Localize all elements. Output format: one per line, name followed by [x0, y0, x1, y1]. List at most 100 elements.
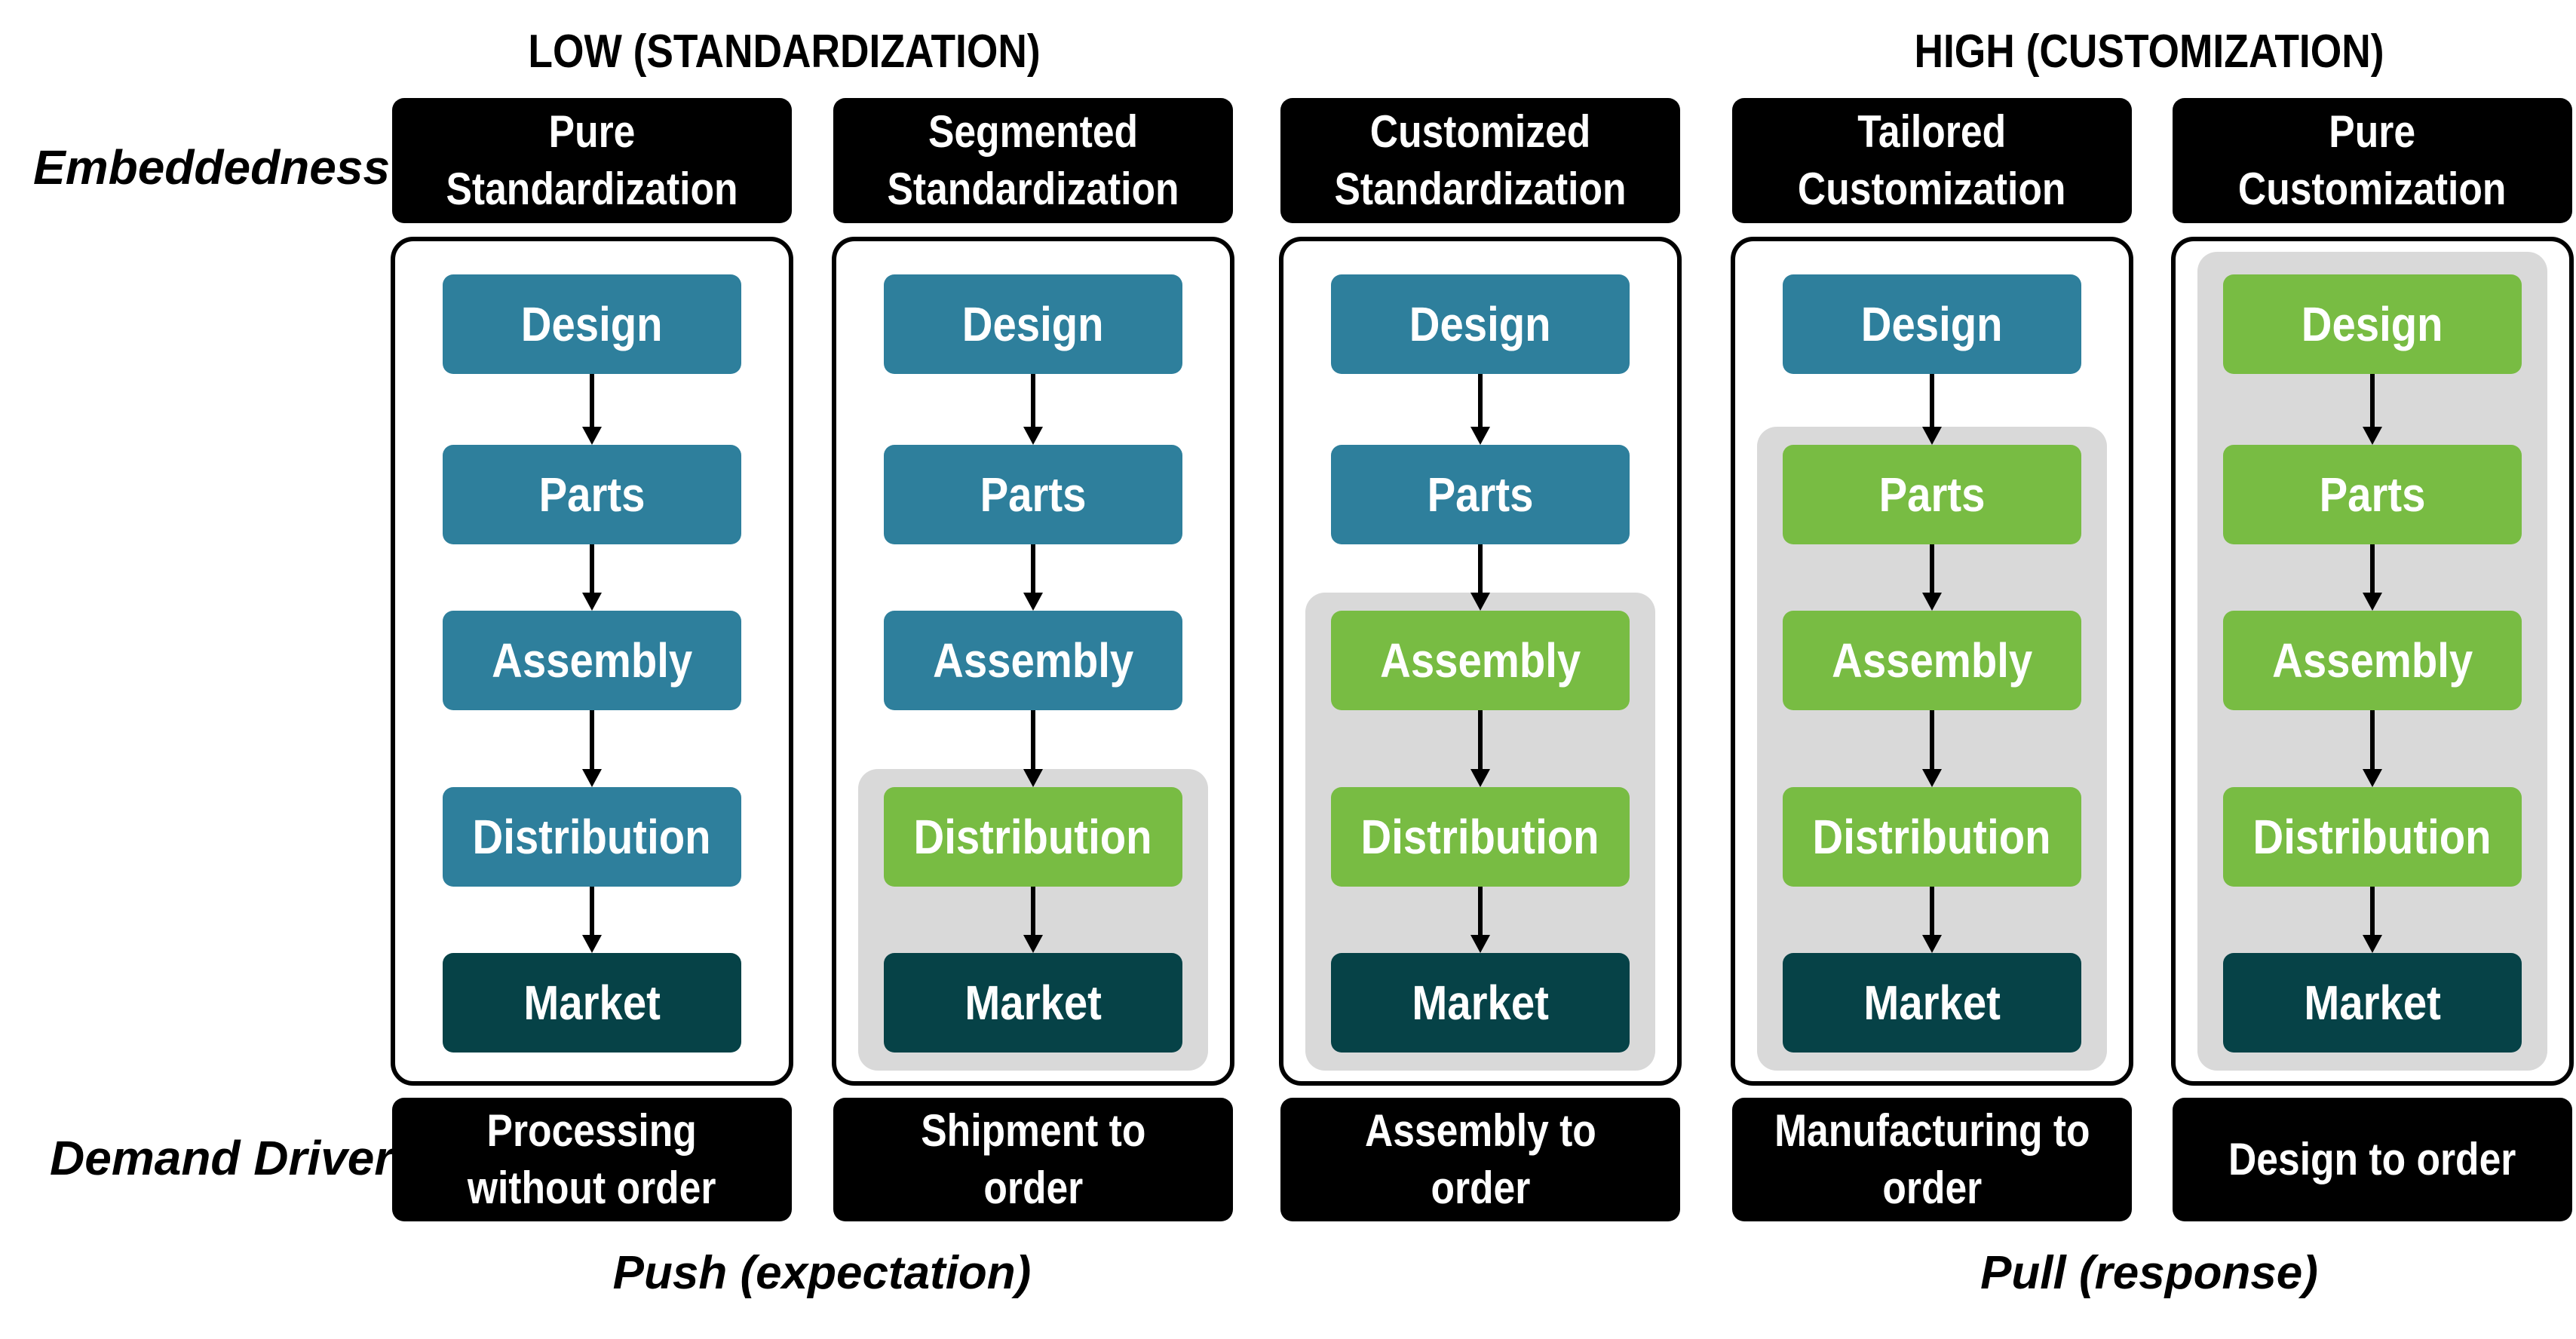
stage-label: Market — [523, 976, 661, 1030]
stage-market: Market — [884, 953, 1182, 1053]
flow-arrow-head — [582, 935, 602, 953]
flow-arrow-head — [582, 427, 602, 445]
stage-label: Distribution — [1813, 810, 2051, 864]
stage-assembly: Assembly — [2223, 611, 2522, 710]
stage-label: Assembly — [932, 633, 1134, 688]
demand-driver-label: Demand Driver — [50, 1131, 394, 1185]
stage-label: Design — [1409, 297, 1551, 351]
flow-arrow-line — [590, 374, 594, 428]
stage-distribution: Distribution — [1783, 787, 2081, 887]
push-expectation-label: Push (expectation) — [612, 1247, 1032, 1299]
stage-distribution: Distribution — [443, 787, 741, 887]
flow-arrow-head — [582, 593, 602, 611]
flow-arrow-head — [1470, 935, 1490, 953]
stage-label: Assembly — [1831, 633, 2033, 688]
stage-label: Design — [962, 297, 1104, 351]
low-standardization-heading: LOW (STANDARDIZATION) — [528, 26, 1041, 78]
pull-response-label: Pull (response) — [1980, 1247, 2318, 1299]
stage-label: Market — [1412, 976, 1549, 1030]
high-customization-heading: HIGH (CUSTOMIZATION) — [1914, 26, 2384, 78]
flow-arrow-line — [1478, 710, 1483, 771]
flow-arrow-head — [1922, 427, 1942, 445]
stage-label: Parts — [1427, 467, 1534, 522]
stage-parts: Parts — [884, 445, 1182, 544]
stage-label: Distribution — [473, 810, 711, 864]
flow-arrow-line — [2370, 710, 2375, 771]
stage-design: Design — [1783, 274, 2081, 374]
flow-arrow-head — [1470, 769, 1490, 787]
flow-arrow-head — [1023, 935, 1043, 953]
flow-arrow-head — [2363, 593, 2382, 611]
stage-label: Market — [964, 976, 1102, 1030]
stage-label: Design — [521, 297, 663, 351]
stage-assembly: Assembly — [443, 611, 741, 710]
pure-standardization-title: Pure Standardization — [446, 106, 738, 214]
stage-label: Design — [2302, 297, 2443, 351]
tailored-customization-title: Tailored Customization — [1798, 106, 2066, 214]
pure-standardization-demand-driver-box: Processing without order — [392, 1098, 792, 1221]
flow-arrow-line — [1031, 887, 1035, 936]
stage-assembly: Assembly — [884, 611, 1182, 710]
stage-parts: Parts — [1331, 445, 1630, 544]
flow-arrow-line — [1478, 887, 1483, 936]
pure-customization-title-box: Pure Customization — [2173, 98, 2572, 223]
stage-parts: Parts — [443, 445, 741, 544]
flow-arrow-line — [590, 710, 594, 771]
stage-design: Design — [884, 274, 1182, 374]
flow-arrow-head — [2363, 935, 2382, 953]
flow-arrow-head — [1023, 593, 1043, 611]
stage-label: Design — [1861, 297, 2003, 351]
pure-standardization-title-box: Pure Standardization — [392, 98, 792, 223]
tailored-customization-demand-driver: Manufacturing to order — [1774, 1105, 2090, 1213]
flow-arrow-line — [590, 887, 594, 936]
stage-design: Design — [2223, 274, 2522, 374]
stage-label: Parts — [2319, 467, 2426, 522]
flow-arrow-line — [1930, 887, 1934, 936]
stage-label: Market — [2304, 976, 2441, 1030]
flow-arrow-head — [1470, 427, 1490, 445]
flow-arrow-head — [582, 769, 602, 787]
customized-standardization-title: Customized Standardization — [1334, 106, 1627, 214]
stage-market: Market — [1783, 953, 2081, 1053]
flow-arrow-head — [2363, 427, 2382, 445]
tailored-customization-title-box: Tailored Customization — [1732, 98, 2132, 223]
flow-arrow-line — [1930, 710, 1934, 771]
stage-label: Distribution — [914, 810, 1152, 864]
segmented-standardization-title-box: Segmented Standardization — [833, 98, 1233, 223]
stage-parts: Parts — [1783, 445, 2081, 544]
stage-label: Distribution — [2253, 810, 2492, 864]
customized-standardization-demand-driver-box: Assembly to order — [1280, 1098, 1680, 1221]
flow-arrow-head — [1922, 769, 1942, 787]
stage-assembly: Assembly — [1331, 611, 1630, 710]
flow-arrow-head — [1922, 593, 1942, 611]
stage-market: Market — [443, 953, 741, 1053]
flow-arrow-line — [2370, 544, 2375, 594]
stage-label: Market — [1863, 976, 2001, 1030]
segmented-standardization-title: Segmented Standardization — [887, 106, 1179, 214]
tailored-customization-demand-driver-box: Manufacturing to order — [1732, 1098, 2132, 1221]
flow-arrow-line — [1031, 710, 1035, 771]
flow-arrow-line — [1031, 544, 1035, 594]
flow-arrow-line — [1930, 374, 1934, 428]
stage-distribution: Distribution — [884, 787, 1182, 887]
flow-arrow-line — [590, 544, 594, 594]
pure-customization-demand-driver: Design to order — [2228, 1134, 2516, 1184]
segmented-standardization-demand-driver-box: Shipment to order — [833, 1098, 1233, 1221]
flow-arrow-line — [1930, 544, 1934, 594]
stage-label: Assembly — [2271, 633, 2473, 688]
embeddedness-label: Embeddedness — [33, 140, 391, 195]
stage-market: Market — [1331, 953, 1630, 1053]
flow-arrow-head — [1023, 427, 1043, 445]
stage-parts: Parts — [2223, 445, 2522, 544]
pure-customization-demand-driver-box: Design to order — [2173, 1098, 2572, 1221]
pure-standardization-demand-driver: Processing without order — [468, 1105, 716, 1213]
customized-standardization-title-box: Customized Standardization — [1280, 98, 1680, 223]
flow-arrow-head — [1023, 769, 1043, 787]
stage-design: Design — [443, 274, 741, 374]
flow-arrow-head — [2363, 769, 2382, 787]
stage-label: Assembly — [491, 633, 693, 688]
flow-arrow-line — [1478, 544, 1483, 594]
stage-label: Parts — [1878, 467, 1986, 522]
flow-arrow-line — [1478, 374, 1483, 428]
customized-standardization-demand-driver: Assembly to order — [1364, 1105, 1596, 1213]
